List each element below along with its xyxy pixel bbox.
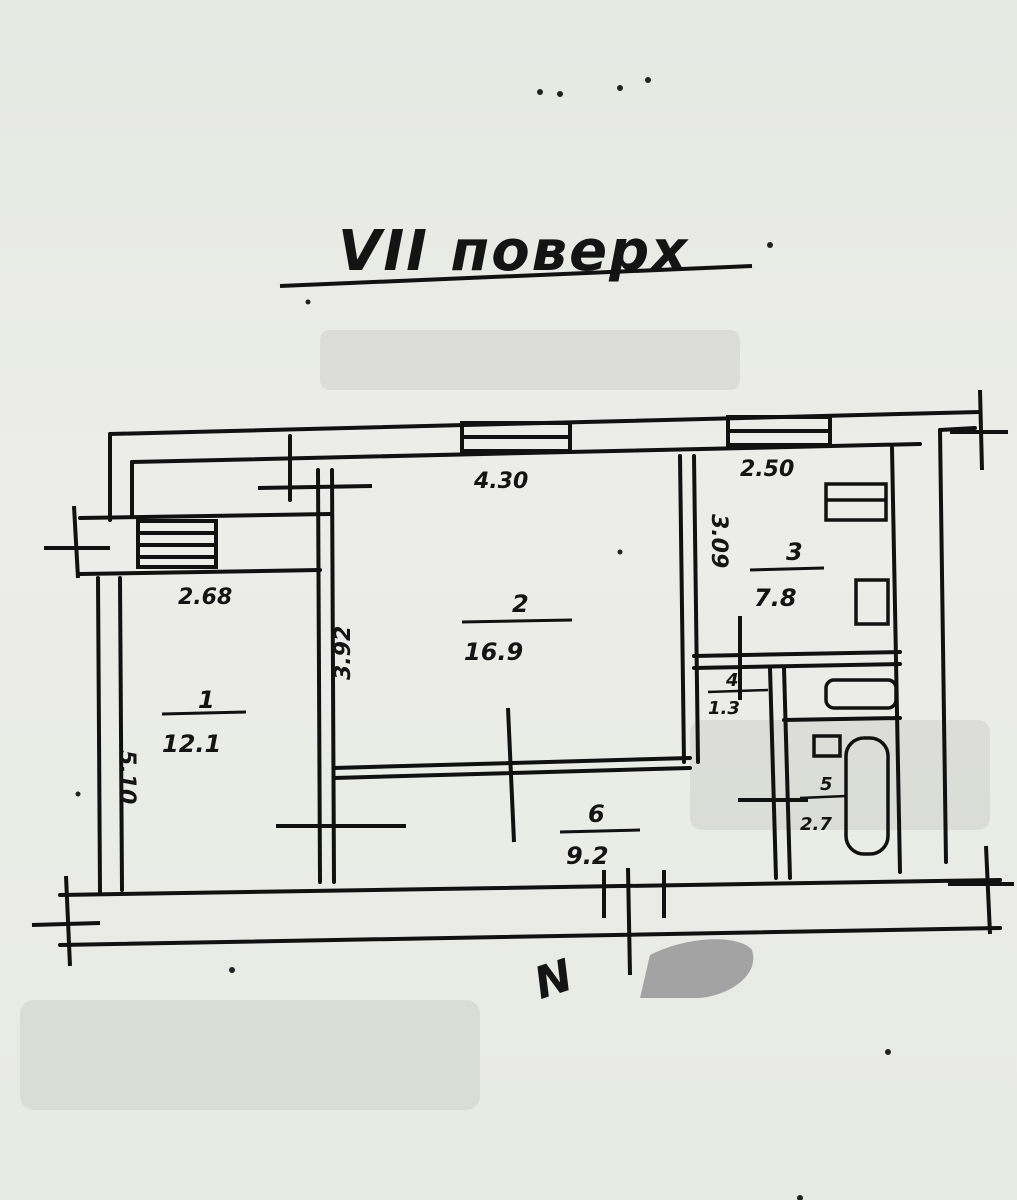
room-3-area: 7.8 — [754, 584, 797, 612]
stove-icon — [824, 482, 888, 522]
room-2-length: 3.92 — [331, 626, 356, 680]
room-4-area: 1.3 — [708, 698, 740, 719]
room-1-area: 12.1 — [162, 730, 221, 758]
room-4: 4 1.3 — [707, 670, 769, 719]
room-4-number: 4 — [725, 670, 739, 691]
room-1-width: 2.68 — [178, 585, 232, 610]
room-5-number: 5 — [820, 774, 833, 795]
room-6-number: 6 — [588, 800, 605, 828]
grid-axis-ticks — [31, 389, 1014, 967]
room-1: 1 12.1 2.68 5.10 — [114, 585, 247, 804]
room-3: 3 7.8 2.50 3.09 — [706, 457, 825, 612]
room-2-area: 16.9 — [464, 638, 523, 666]
room-3-width: 2.50 — [740, 457, 794, 482]
washbasin-icon — [824, 678, 898, 710]
redaction-mark — [640, 939, 754, 998]
room-6: 6 9.2 — [559, 800, 641, 870]
title-underline — [279, 264, 753, 288]
scan-specks — [75, 77, 891, 1200]
background-ghost-print — [20, 330, 990, 1110]
sink-icon — [854, 578, 890, 626]
toilet-icon — [812, 734, 842, 758]
room-2-width: 4.30 — [473, 469, 528, 494]
north-marker: N — [528, 950, 579, 1010]
room-1-number: 1 — [198, 686, 215, 714]
room-2: 2 16.9 4.30 3.92 — [331, 469, 573, 680]
room-2-number: 2 — [512, 590, 529, 618]
room-6-area: 9.2 — [566, 842, 609, 870]
room-5-area: 2.7 — [800, 814, 832, 835]
room-1-length: 5.10 — [114, 750, 139, 804]
room-5: 5 2.7 — [799, 774, 847, 835]
room-3-length: 3.09 — [706, 514, 731, 568]
door-marks — [257, 484, 808, 976]
room-3-number: 3 — [786, 538, 803, 566]
windows — [136, 415, 832, 569]
